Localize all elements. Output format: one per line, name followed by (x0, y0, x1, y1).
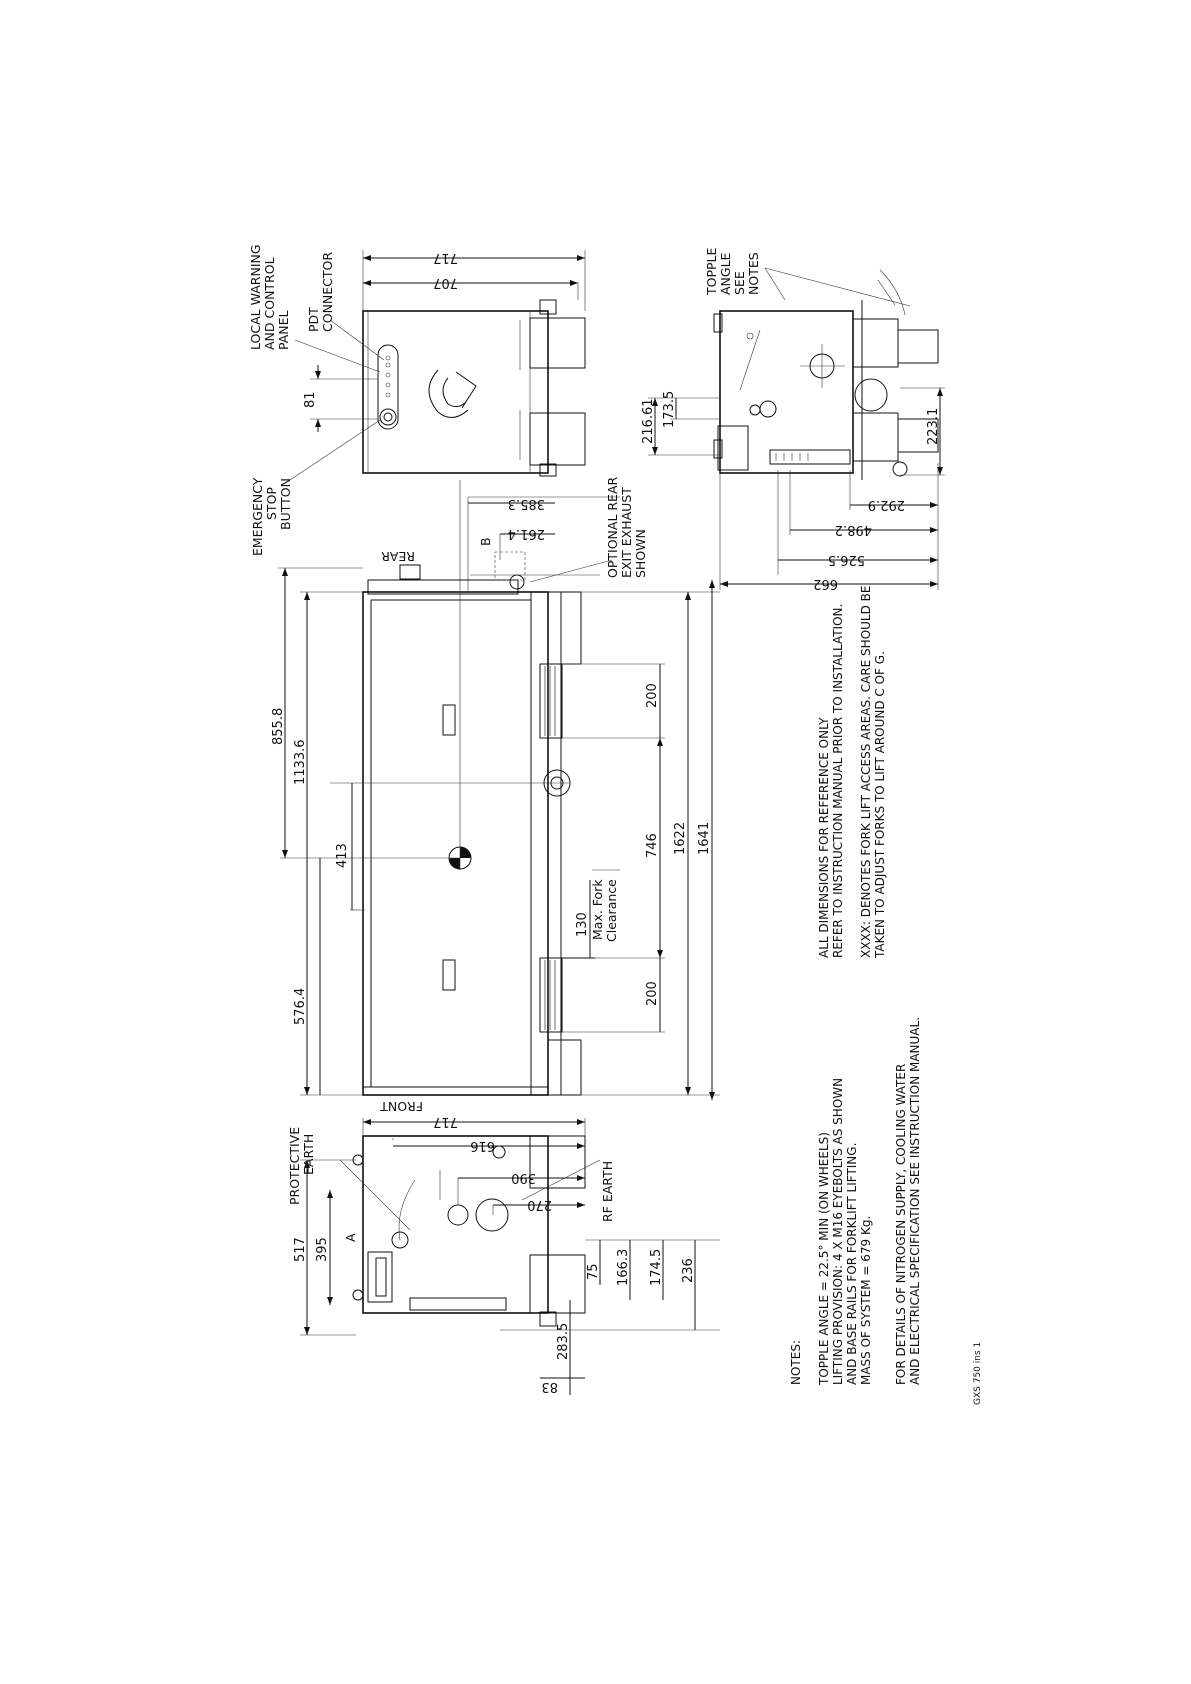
label-exit-exhaust: EXIT EXHAUST (619, 487, 634, 578)
dim-top-81: 81 (303, 391, 318, 408)
side-view (278, 480, 720, 1100)
dim-130: 130 (575, 912, 590, 937)
label-connector: CONNECTOR (320, 252, 335, 332)
note-line-8: REFER TO INSTRUCTION MANUAL PRIOR TO INS… (831, 604, 845, 958)
note-line-9: XXXX: DENOTES FORK LIFT ACCESS AREAS. CA… (859, 586, 873, 958)
dim-bot-270: 270 (527, 1197, 552, 1212)
dim-413: 413 (335, 843, 350, 868)
dim-261-4: 261.4 (508, 526, 545, 541)
label-notes: NOTES (746, 252, 761, 295)
dim-bot-174-5: 174.5 (649, 1249, 664, 1286)
drawing-reference: GXS 750 ins 1 (973, 1342, 983, 1405)
dim-bot-83: 83 (541, 1379, 558, 1394)
top-view (289, 250, 586, 481)
dim-bot-616: 616 (470, 1138, 495, 1153)
label-local-warning: LOCAL WARNING (248, 244, 263, 350)
note-line-4: MASS OF SYSTEM = 679 Kg. (859, 1216, 873, 1385)
label-optional-rear: OPTIONAL REAR (605, 476, 620, 578)
note-line-2: LIFTING PROVISION: 4 X M16 EYEBOLTS AS S… (831, 1078, 845, 1385)
dim-1641: 1641 (697, 822, 712, 855)
label-earth: EARTH (301, 1134, 316, 1175)
end-view-right (648, 267, 945, 590)
label-max-fork: Max. Fork (590, 879, 605, 940)
dim-216-61: 216.61 (641, 399, 656, 445)
note-line-5: FOR DETAILS OF NITROGEN SUPPLY, COOLING … (894, 1064, 908, 1385)
label-stop: STOP (264, 487, 279, 520)
dim-855-8: 855.8 (271, 708, 286, 745)
label-button: BUTTON (278, 478, 293, 530)
note-line-10: TAKEN TO ADJUST FORKS TO LIFT AROUND C O… (873, 651, 887, 959)
dim-526-5: 526.5 (828, 552, 865, 567)
dim-bot-283-5: 283.5 (556, 1323, 571, 1360)
dim-662: 662 (813, 576, 838, 591)
label-topple: TOPPLE (704, 247, 719, 296)
note-line-3: AND BASE RAILS FOR FORKLIFT LIFTING. (845, 1143, 859, 1385)
label-clearance: Clearance (604, 879, 619, 942)
label-angle: ANGLE (718, 252, 733, 295)
dim-200-a: 200 (645, 683, 660, 708)
dim-200-b: 200 (645, 981, 660, 1006)
label-and-control: AND CONTROL (262, 257, 277, 350)
label-see: SEE (732, 271, 747, 295)
dim-top-707: 707 (433, 275, 458, 290)
label-emergency: EMERGENCY (250, 477, 265, 556)
label-rear: REAR (381, 549, 415, 564)
dim-bot-517: 517 (293, 1237, 308, 1262)
dim-bot-395: 395 (315, 1237, 330, 1262)
label-front: FRONT (380, 1099, 423, 1114)
dim-292-9: 292.9 (868, 497, 905, 512)
note-line-6: AND ELECTRICAL SPECIFICATION SEE INSTRUC… (908, 1017, 922, 1385)
dim-bot-75: 75 (586, 1263, 601, 1280)
notes-heading: NOTES: (789, 1340, 803, 1385)
dim-385-3: 385.3 (508, 496, 545, 511)
label-a: A (343, 1233, 358, 1242)
label-rf-earth: RF EARTH (600, 1161, 615, 1222)
dim-top-717: 717 (433, 250, 458, 265)
note-line-1: TOPPLE ANGLE = 22.5° MIN (ON WHEELS) (817, 1132, 831, 1386)
end-view-bottom (300, 1118, 720, 1395)
dim-1622: 1622 (673, 822, 688, 855)
dim-498-2: 498.2 (835, 522, 872, 537)
dim-bot-717: 717 (433, 1114, 458, 1129)
dim-bot-236: 236 (681, 1258, 696, 1283)
dim-576-4: 576.4 (293, 988, 308, 1025)
dim-173-5: 173.5 (662, 391, 677, 428)
dim-bot-166-3: 166.3 (616, 1249, 631, 1286)
label-panel: PANEL (276, 310, 291, 350)
label-protective: PROTECTIVE (287, 1127, 302, 1205)
dim-bot-390: 390 (511, 1170, 536, 1185)
note-line-7: ALL DIMENSIONS FOR REFERENCE ONLY (817, 717, 831, 958)
dim-223-1: 223.1 (926, 408, 941, 445)
dim-746: 746 (645, 833, 660, 858)
label-b: B (478, 537, 493, 546)
label-shown: SHOWN (633, 529, 648, 578)
dim-1133-6: 1133.6 (293, 740, 308, 786)
label-pdt: PDT (306, 307, 321, 332)
